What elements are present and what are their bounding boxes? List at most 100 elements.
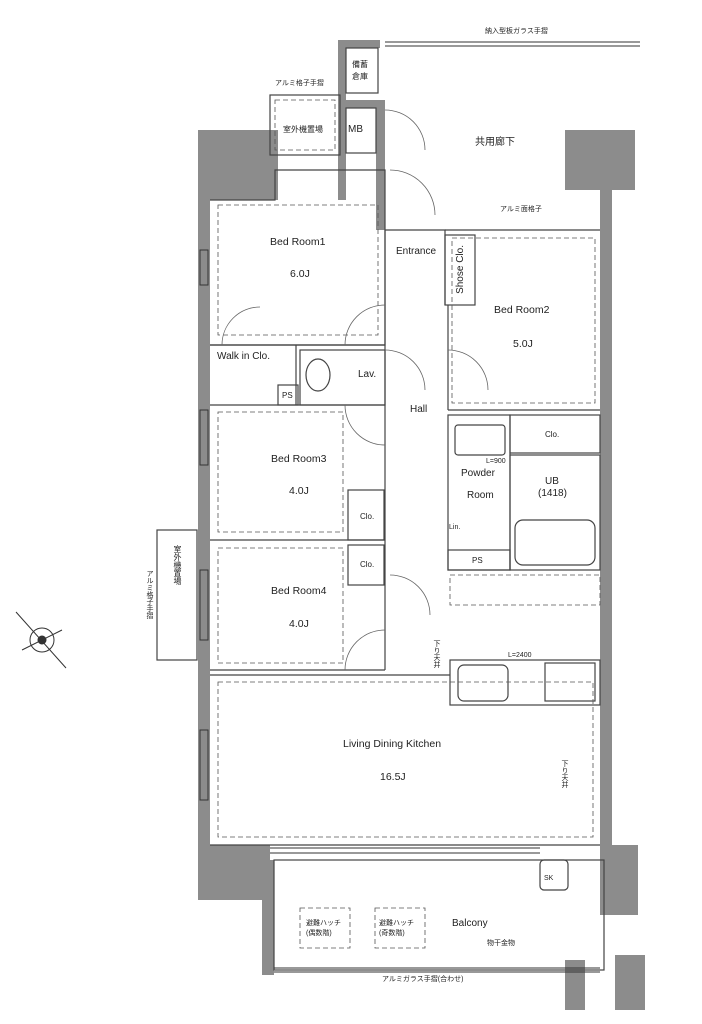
bedroom4-size: 4.0J bbox=[289, 618, 309, 630]
kitchen-counter bbox=[449, 659, 601, 706]
br3-dash bbox=[217, 411, 344, 533]
alum-lattice-br2-note: アルミ面格子 bbox=[500, 206, 542, 213]
toilet bbox=[305, 358, 331, 392]
lav-label: Lav. bbox=[358, 369, 377, 380]
ps-box-2 bbox=[447, 549, 511, 571]
storage-box bbox=[345, 47, 379, 94]
wall-mb-right bbox=[376, 100, 385, 230]
window-br3 bbox=[199, 409, 209, 466]
escape-hatch-1-note: 避難ハッチ bbox=[306, 920, 341, 927]
escape-hatch-2-floor: (奇数階) bbox=[379, 930, 405, 937]
outdoor-unit-top-label: 室外機置場 bbox=[283, 125, 323, 134]
alum-lattice-side-note: アルミ格子手摺 bbox=[146, 570, 153, 619]
door-mb bbox=[384, 109, 426, 151]
ldk-size: 16.5J bbox=[380, 771, 406, 783]
br4-dash bbox=[217, 547, 344, 664]
bedroom2-name: Bed Room2 bbox=[494, 304, 550, 316]
clo-br3 bbox=[347, 489, 385, 541]
escape-hatch-1-floor: (偶数階) bbox=[306, 930, 332, 937]
wall-balcony-br2 bbox=[615, 955, 645, 1010]
shoe-closet bbox=[444, 234, 476, 306]
ldk-dash bbox=[217, 681, 594, 838]
door-entrance bbox=[389, 169, 436, 216]
outdoor-unit-top-box bbox=[269, 94, 341, 156]
door-ldk bbox=[389, 574, 431, 616]
wall-core-left bbox=[338, 40, 346, 200]
wall-core bbox=[338, 40, 380, 48]
bedroom1-name: Bed Room1 bbox=[270, 236, 326, 248]
clo-br3-label: Clo. bbox=[360, 512, 375, 521]
mb-box bbox=[345, 107, 377, 154]
br1-dash bbox=[217, 204, 379, 336]
partition-entrance bbox=[385, 229, 446, 305]
mb-label: MB bbox=[348, 124, 363, 135]
powder-room-label-2: Room bbox=[467, 490, 494, 501]
door-br4 bbox=[344, 629, 386, 671]
ub-box bbox=[509, 454, 601, 571]
bath-tub bbox=[514, 519, 596, 566]
stove bbox=[544, 662, 596, 702]
door-walkin bbox=[221, 306, 261, 346]
outdoor-unit-top-dash bbox=[274, 99, 336, 151]
clo-br4-label: Clo. bbox=[360, 560, 375, 569]
wall-left-upper bbox=[198, 130, 278, 200]
lav-box bbox=[299, 349, 386, 406]
clo-br4 bbox=[347, 544, 385, 586]
ceiling-down-note-2: 下り天井 bbox=[561, 760, 568, 788]
wall-mb bbox=[340, 100, 385, 108]
escape-hatch-2-note: 避難ハッチ bbox=[379, 920, 414, 927]
wall-right-bottom bbox=[600, 845, 638, 915]
clo-br2-label: Clo. bbox=[545, 430, 560, 439]
glass-rail-bottom-note: アルミガラス手摺(合わせ) bbox=[382, 976, 464, 983]
ps-label-2: PS bbox=[472, 556, 483, 565]
ub-size-label: (1418) bbox=[538, 488, 567, 499]
l900-label: L=900 bbox=[486, 458, 506, 465]
br2-dash bbox=[451, 237, 596, 404]
door-lav bbox=[384, 349, 426, 391]
washbasin bbox=[454, 424, 506, 456]
bedroom3-size: 4.0J bbox=[289, 485, 309, 497]
bedroom4-name: Bed Room4 bbox=[271, 585, 327, 597]
bedroom2-size: 5.0J bbox=[513, 338, 533, 350]
kitchen-length-note: L=2400 bbox=[508, 652, 532, 659]
bedroom1-size: 6.0J bbox=[290, 268, 310, 280]
hatch-2 bbox=[374, 907, 426, 949]
window-ldk bbox=[199, 729, 209, 801]
entrance-label: Entrance bbox=[396, 246, 437, 257]
balcony-outline bbox=[273, 859, 605, 971]
glass-rail-top-note: 納入型板ガラス手摺 bbox=[485, 28, 548, 35]
door-br1 bbox=[344, 304, 386, 346]
wall-balcony-l bbox=[262, 860, 274, 975]
ps-label-1: PS bbox=[282, 391, 293, 400]
storage-label-2: 倉庫 bbox=[352, 72, 368, 81]
wall-left-bottom bbox=[198, 845, 270, 900]
wall-right bbox=[600, 185, 612, 855]
hatch-1 bbox=[299, 907, 351, 949]
door-br3 bbox=[344, 404, 386, 446]
ceiling-down-note-1: 下り天井 bbox=[433, 640, 440, 668]
lin-label: Lin. bbox=[449, 524, 461, 531]
storage-label: 備蓄 bbox=[352, 60, 368, 69]
bedroom3-name: Bed Room3 bbox=[271, 453, 327, 465]
powder-room-label: Powder bbox=[461, 468, 495, 479]
window-br1 bbox=[199, 249, 209, 286]
compass-icon bbox=[15, 611, 67, 669]
corridor-label: 共用廊下 bbox=[475, 137, 515, 148]
ps-box bbox=[277, 384, 299, 406]
sink bbox=[457, 664, 509, 702]
door-br2 bbox=[447, 349, 489, 391]
wall-right-top bbox=[565, 130, 635, 190]
outdoor-unit-side-label: 室外機置場 bbox=[173, 545, 182, 585]
clo-br2 bbox=[509, 414, 601, 454]
balcony-label: Balcony bbox=[452, 918, 488, 929]
alum-lattice-top-note: アルミ格子手摺 bbox=[275, 80, 324, 87]
outdoor-unit-side-box bbox=[156, 529, 198, 661]
walkin-closet-label: Walk in Clo. bbox=[217, 351, 270, 362]
window-br4 bbox=[199, 569, 209, 641]
ub-label: UB bbox=[545, 476, 559, 487]
wall-left bbox=[198, 130, 210, 855]
shoes-closet-label: Shose Clo. bbox=[455, 245, 466, 294]
kitchen-upper bbox=[449, 574, 601, 606]
dryer-note: 物干金物 bbox=[487, 940, 515, 947]
